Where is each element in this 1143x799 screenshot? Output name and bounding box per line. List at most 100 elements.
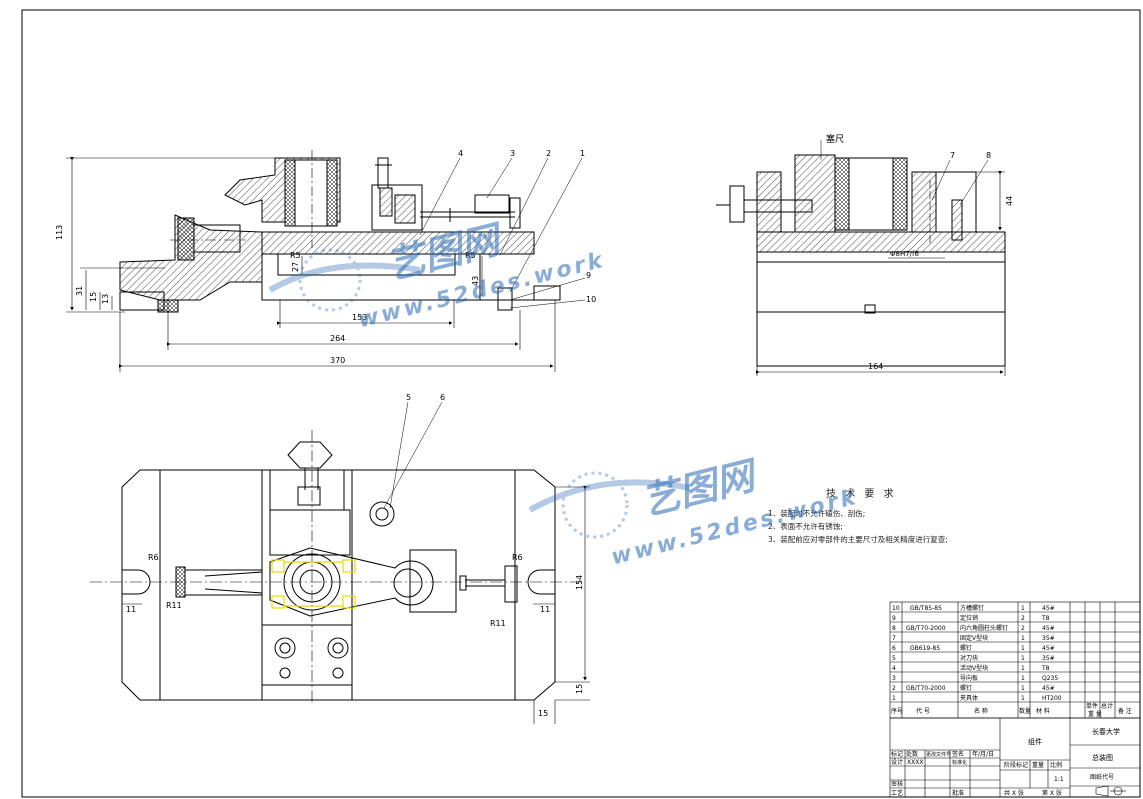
bom-qty-1: 1 (1021, 695, 1025, 702)
bom-no-5: 5 (892, 655, 896, 662)
bom-qty-6: 1 (1021, 645, 1025, 652)
bom-code-2: GB/T70-2000 (906, 685, 946, 692)
bom-no-10: 10 (892, 605, 900, 612)
dim-164: 164 (868, 362, 883, 371)
bom-qty-7: 1 (1021, 635, 1025, 642)
tb-process: 工艺 (891, 789, 903, 797)
balloon-3: 3 (510, 149, 515, 158)
dim-13: 13 (101, 294, 110, 304)
balloon-10: 10 (586, 295, 596, 304)
bom-no-3: 3 (892, 675, 896, 682)
tb-approve: 批准 (952, 789, 964, 797)
tb-assembly: 组件 (1028, 737, 1042, 746)
bom-qty-5: 1 (1021, 655, 1025, 662)
dim-154: 154 (575, 575, 584, 590)
parts-list-text: 10 GB/T85-85 方槽螺钉 1 45# 9 定位销 2 T8 8 GB/… (891, 604, 1132, 718)
bom-name-10: 方槽螺钉 (960, 604, 984, 612)
tech-req-item-3: 3、装配前应对零部件的主要尺寸及相关精度进行复查; (768, 535, 948, 544)
bom-no-7: 7 (892, 635, 896, 642)
bom-name-5: 对刀块 (960, 654, 978, 662)
feeler-gauge-label: 塞尺 (826, 133, 844, 145)
bom-no-4: 4 (892, 665, 896, 672)
balloon-4: 4 (458, 149, 463, 158)
bom-qty-8: 2 (1021, 625, 1025, 632)
bom-name-3: 导向板 (960, 674, 978, 682)
tb-doc: 更改文件号 (926, 751, 951, 758)
highlighted-features (271, 559, 356, 609)
top-view-labels: R6 R11 11 R6 R11 11 154 15 15 5 6 (126, 393, 584, 718)
bom-qty-4: 1 (1021, 665, 1025, 672)
bom-code-6: GB619-85 (910, 645, 940, 652)
dim-r6-right: R6 (512, 553, 523, 562)
watermark-logo-graphic (268, 248, 691, 539)
balloon-8: 8 (986, 151, 991, 160)
tb-drawing-name: 总装图 (1092, 753, 1113, 762)
bom-no-8: 8 (892, 625, 896, 632)
balloon-2: 2 (546, 149, 551, 158)
tb-std: 标准化 (952, 759, 967, 766)
dim-27: 27 (291, 262, 300, 272)
dim-11-right: 11 (540, 605, 550, 614)
dim-r11-left: R11 (166, 601, 182, 610)
bom-header-name: 名 称 (974, 707, 988, 715)
title-block-text: 组件 长春大学 总装图 图纸代号 阶段标记 重量 比例 1:1 共 X 张 第 … (891, 727, 1120, 797)
tb-design-val: XXXX (907, 759, 923, 766)
parts-list (889, 601, 1141, 719)
tb-scale-label: 比例 (1050, 761, 1062, 769)
bom-mat-2: 45# (1042, 685, 1055, 692)
balloon-6: 6 (440, 393, 445, 402)
bom-header-code: 代 号 (916, 707, 930, 715)
side-view-labels: 塞尺 44 Φ8H7/f6 164 7 8 (826, 133, 1014, 371)
dim-370: 370 (330, 356, 345, 365)
tb-sheets: 共 X 张 (1004, 789, 1024, 797)
bom-header-qty: 数量 (1019, 707, 1031, 715)
tb-weight: 重量 (1032, 761, 1044, 769)
bom-no-9: 9 (892, 615, 896, 622)
dim-fit: Φ8H7/f6 (890, 250, 920, 258)
tb-sign: 签名 (952, 750, 964, 758)
tb-check: 审核 (891, 780, 903, 788)
tb-date: 年/月/日 (972, 750, 994, 758)
bom-no-1: 1 (892, 695, 896, 702)
bom-no-2: 2 (892, 685, 896, 692)
front-view-labels: 113 31 15 13 27 43 153 264 370 R5 R5 4 3… (55, 149, 596, 365)
bom-no-6: 6 (892, 645, 896, 652)
balloon-9: 9 (586, 271, 591, 280)
tb-marks: 标记 (891, 750, 903, 758)
bom-name-1: 夹具体 (960, 694, 978, 702)
top-view (90, 401, 590, 724)
bom-mat-6: 45# (1042, 645, 1055, 652)
dim-43: 43 (471, 276, 480, 286)
bom-name-2: 螺钉 (960, 684, 972, 692)
bom-mat-4: T8 (1041, 665, 1050, 672)
bom-qty-2: 1 (1021, 685, 1025, 692)
tech-req-item-1: 1、装配时不允许磕伤、刮伤; (768, 509, 866, 518)
tb-count: 处数 (906, 750, 918, 758)
bom-mat-9: T8 (1041, 615, 1050, 622)
tb-org: 长春大学 (1092, 727, 1120, 736)
bom-mat-7: 35# (1042, 635, 1055, 642)
bom-header-total: 总计 (1101, 702, 1113, 710)
bom-name-9: 定位销 (960, 614, 978, 622)
bom-mat-10: 45# (1042, 605, 1055, 612)
bom-code-8: GB/T70-2000 (906, 625, 946, 632)
bom-header-no: 序号 (891, 707, 903, 715)
tb-stage: 阶段标记 (1004, 761, 1028, 769)
bom-name-6: 螺钉 (960, 644, 972, 652)
balloon-7: 7 (950, 151, 955, 160)
dim-15-vert: 15 (575, 684, 584, 694)
dim-31: 31 (75, 286, 84, 296)
bom-mat-1: HT200 (1042, 695, 1062, 702)
bom-header-mat: 材 料 (1036, 707, 1050, 715)
dim-r6-left: R6 (148, 553, 159, 562)
tb-design: 设计 (891, 758, 903, 766)
title-block (889, 717, 1141, 798)
dim-r5-right: R5 (465, 251, 476, 260)
tb-drawing-code: 图纸代号 (1090, 773, 1114, 781)
tb-sheet-no: 第 X 张 (1042, 789, 1062, 797)
dim-15: 15 (89, 292, 98, 302)
side-view (716, 140, 1006, 376)
dim-153: 153 (352, 313, 367, 322)
dim-264: 264 (330, 334, 345, 343)
